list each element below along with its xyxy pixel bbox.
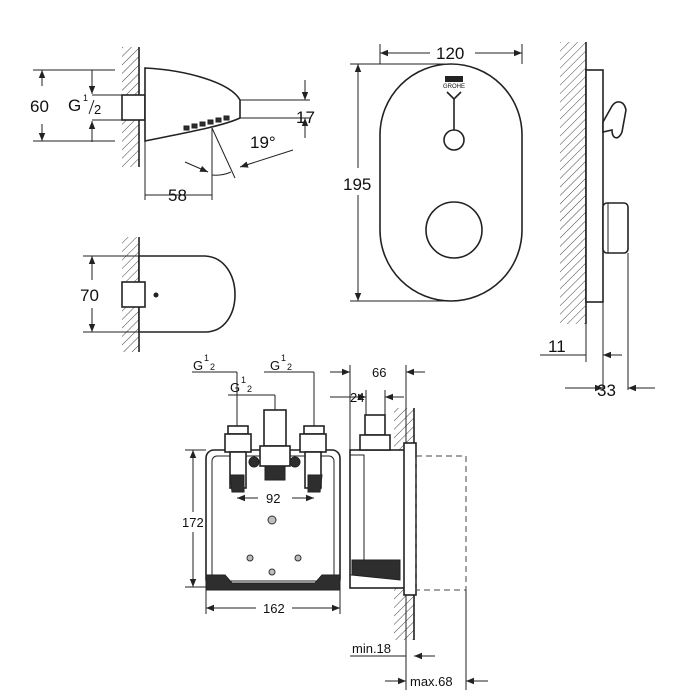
side-knob [602,202,629,254]
box-spacing-label: 92 [266,491,280,506]
spout-thread-num: 1 [83,93,88,103]
spout-top-body [138,255,236,333]
box-thread-center-den: 2 [247,384,252,394]
box-base [205,574,341,591]
cover-plate-side: 11 33 [540,42,655,400]
box-thread-center-num: 1 [241,375,246,385]
box-thread-left-num: 1 [204,353,209,363]
spout-nozzles [183,115,230,131]
box-side-base [351,559,401,581]
box-thread-right-den: 2 [287,362,292,372]
left-plug [248,456,260,468]
spout-top-view: 70 [80,237,236,352]
spout-screw [153,292,159,298]
brand-logo-text: GROHE [443,84,465,90]
center-valve-core [264,465,286,481]
install-box-front: G 1 2 G 1 2 G 1 2 92 172 162 [182,353,341,616]
box-side-stem-top [364,414,386,436]
rotary-knob [425,201,483,259]
mount-hole-2 [246,554,254,562]
spout-outlet-label: 17 [296,108,315,127]
box-side-max-label: max.68 [410,674,453,689]
box-height-label: 172 [182,515,204,530]
cover-plate-outline [379,63,523,302]
spout-angle-label: 19° [250,133,276,152]
side-lever [602,101,627,139]
box-thread-left-den: 2 [210,362,215,372]
mount-hole-3 [294,554,302,562]
left-connector-nut [224,433,252,453]
spout-top-fitting [121,281,146,308]
left-clamp [229,474,245,493]
mount-hole-4 [268,568,276,576]
side-gap-label: 11 [548,337,566,356]
box-thread-center-main: G [230,380,240,395]
box-thread-right-num: 1 [281,353,286,363]
plate-width-label: 120 [436,44,464,63]
box-side-stem-label: 24 [350,390,364,405]
brand-logo-mark [445,76,463,82]
box-thread-right-main: G [270,358,280,373]
box-side-stem-nut [359,434,391,451]
spout-thread-den: 2 [94,102,101,117]
box-side-depth-label: 66 [372,365,386,380]
cover-plate-front: GROHE 120 195 [343,44,523,302]
install-box-side: 66 24 min.18 max.68 [330,365,488,690]
spout-height-label: 60 [30,97,49,116]
spout-side-view: 60 G 1 2 17 19° 58 [30,47,315,205]
box-side-cover-outline [415,455,467,591]
lever-knob [443,129,465,151]
wall-fitting [121,94,146,121]
left-connector-top [227,425,249,435]
right-connector-nut [299,433,327,453]
spout-width-label: 70 [80,286,99,305]
side-plate-body [585,69,604,303]
right-connector-top [303,425,325,435]
spout-thread-main: G [68,96,81,115]
plate-height-label: 195 [343,175,371,194]
spout-length-label: 58 [168,186,187,205]
box-thread-left-main: G [193,358,203,373]
mount-hole-1 [267,515,277,525]
center-connector [263,409,287,447]
side-wall-hatch [560,42,586,324]
box-side-flange [403,442,417,596]
spout-body [144,67,241,142]
side-depth-label: 33 [597,381,616,400]
box-width-label: 162 [263,601,285,616]
box-side-min-label: min.18 [352,641,391,656]
right-clamp [307,474,323,493]
center-valve [259,445,291,467]
right-plug [289,456,301,468]
